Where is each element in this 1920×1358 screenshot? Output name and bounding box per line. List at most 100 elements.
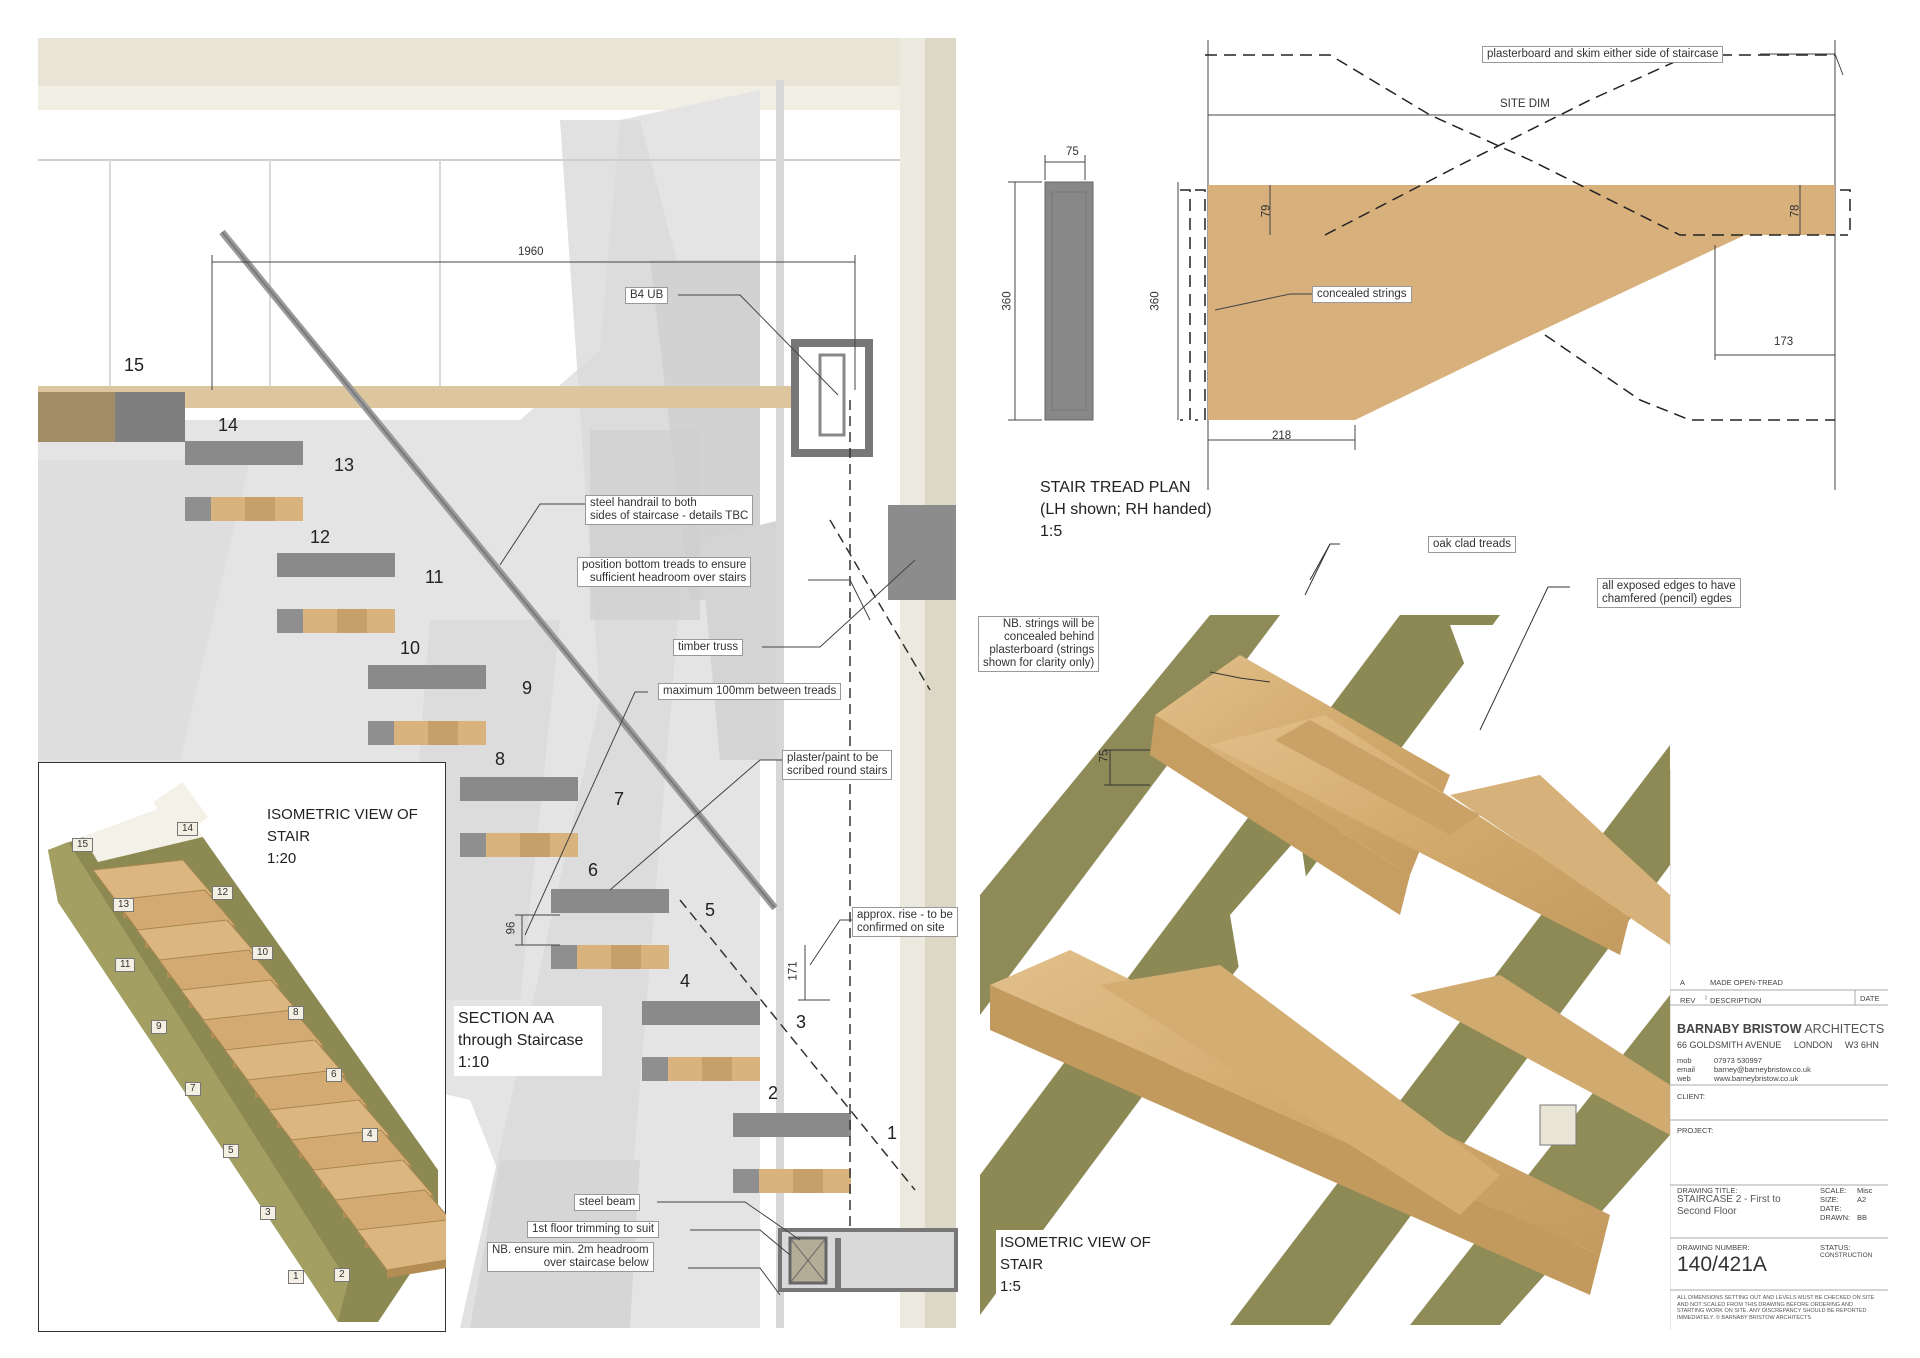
title-line: STAIR TREAD PLAN [1040,479,1191,496]
callout-line: all exposed edges to have [1602,580,1736,592]
callout-line: plaster/paint to be [787,752,879,764]
iso-small-label: 3 [260,1206,276,1220]
scale-label: DATE: [1820,1204,1842,1213]
contact-label: web [1677,1074,1691,1083]
tread-number: 6 [588,860,599,880]
footer-line: ALL DIMENSIONS SETTING OUT AND LEVELS MU… [1677,1295,1875,1301]
dim-78: 78 [1789,204,1802,218]
date-label: DATE [1860,994,1880,1003]
scale-value: Misc [1857,1186,1873,1195]
tread-end [733,1169,759,1193]
iso-small-label: 4 [362,1128,378,1142]
iso-small-label: 2 [334,1268,350,1282]
firm-name-bold: BARNABY BRISTOW [1677,1022,1802,1036]
callout-timber-truss: timber truss [673,639,744,656]
plan-drawing [1008,40,1851,490]
drawing-title-label: DRAWING TITLE: [1677,1186,1738,1195]
firm-name: BARNABY BRISTOW ARCHITECTS [1677,1022,1884,1036]
contact-label: mob [1677,1056,1692,1065]
project-label: PROJECT: [1677,1126,1714,1135]
dim-75: 75 [1066,146,1079,158]
tread-grain [337,609,367,633]
footer-line: IMMEDIATELY. © BARNABY BRISTOW ARCHITECT… [1677,1314,1812,1321]
title-line: (LH shown; RH handed) [1040,501,1212,518]
tread-number: 5 [705,900,716,920]
callout-line: approx. rise - to be [857,909,953,921]
tread-string [551,889,669,913]
iso-small-title: ISOMETRIC VIEW OF STAIR 1:20 [263,802,422,872]
scale-label: SCALE: [1820,1186,1847,1195]
description-label: DESCRIPTION [1710,996,1762,1005]
dim-173: 173 [1774,336,1794,348]
callout-oak-treads: oak clad treads [1428,536,1516,553]
callout-line: position bottom treads to ensure [582,559,747,571]
iso-small-label: 11 [115,958,136,972]
callout-line: steel handrail to both [590,497,697,509]
callout-line: over staircase below [543,1257,649,1269]
title-line: 1:5 [1040,523,1063,540]
footer-line: AND NOT SCALED FROM THIS DRAWING BEFORE … [1677,1301,1853,1308]
dim-218: 218 [1272,430,1292,442]
callout-line: chamfered (pencil) egdes [1602,593,1732,605]
iso-small-label: 15 [72,838,94,852]
rev-label: REV [1680,996,1696,1005]
iso-small-label: 6 [326,1068,342,1082]
drawing-number-label: DRAWING NUMBER: [1677,1243,1750,1252]
dim-360-section: 360 [1001,291,1014,311]
tread-grain [702,1057,732,1081]
callout-line: NB. ensure min. 2m headroom [492,1244,649,1256]
title-line: STAIR [1000,1256,1044,1273]
iso-small-label: 8 [288,1006,304,1020]
callout-headroom: NB. ensure min. 2m headroom over stairca… [487,1242,654,1272]
tread-end [368,721,394,745]
tread-number: 2 [768,1083,779,1103]
tread-number: 8 [495,749,506,769]
plan-title: STAIR TREAD PLAN (LH shown; RH handed) 1… [1036,475,1216,545]
callout-trimming: 1st floor trimming to suit [527,1221,660,1238]
callout-line: sides of staircase - details TBC [590,510,749,522]
tread-number: 4 [680,971,691,991]
callout-strings-concealed: NB. strings will be concealed behind pla… [978,616,1100,672]
tread-grain [245,497,275,521]
tread-end [460,833,486,857]
tread-end [642,1057,668,1081]
status-value: CONSTRUCTION [1820,1252,1873,1259]
dim-1960: 1960 [518,246,544,258]
status-label: STATUS: [1820,1243,1851,1252]
tread-number: 1 [887,1123,898,1143]
callout-line: plasterboard (strings [989,644,1095,656]
iso-small-label: 12 [212,886,234,900]
tread-number: 12 [310,527,331,547]
tread-number: 11 [425,567,444,587]
tread-end [277,609,303,633]
scale-label: DRAWN: [1820,1213,1851,1222]
tread-grain [520,833,550,857]
callout-rise: approx. rise - to be confirmed on site [852,907,958,937]
scale-label: SIZE: [1820,1195,1839,1204]
iso-small-label: 7 [185,1082,201,1096]
iso-large-title: ISOMETRIC VIEW OF STAIR 1:5 [996,1230,1166,1300]
iso-large-leaders [1209,543,1570,731]
firm-address: 66 GOLDSMITH AVENUE LONDON W3 6HN [1677,1040,1879,1050]
contact-value: 07973 530997 [1714,1056,1762,1065]
title-block-footer: ALL DIMENSIONS SETTING OUT AND LEVELS MU… [1677,1295,1874,1321]
tread-string [368,665,486,689]
iso-large-drawing [980,615,1670,1325]
contact-label: email [1677,1065,1695,1074]
callout-plaster: plaster/paint to be scribed round stairs [782,750,893,780]
tread-grain [793,1169,823,1193]
rev-description: MADE OPEN-TREAD [1710,978,1783,987]
callout-line: confirmed on site [857,922,945,934]
tread-number: 3 [796,1012,807,1032]
tread-number: 15 [124,355,145,375]
title-line: through Staircase [458,1032,584,1049]
iso-small-label: 10 [252,946,274,960]
drawing-title-line: Second Floor [1677,1206,1737,1217]
contact-value: www.barneybristow.co.uk [1714,1074,1799,1083]
tread-grain [428,721,458,745]
drawing-title-line: STAIRCASE 2 - First to [1677,1194,1781,1205]
contact-value: barney@barneybristow.co.uk [1714,1065,1811,1074]
tread-string [642,1001,760,1025]
tread-end [551,945,577,969]
title-line: 1:20 [267,850,297,867]
